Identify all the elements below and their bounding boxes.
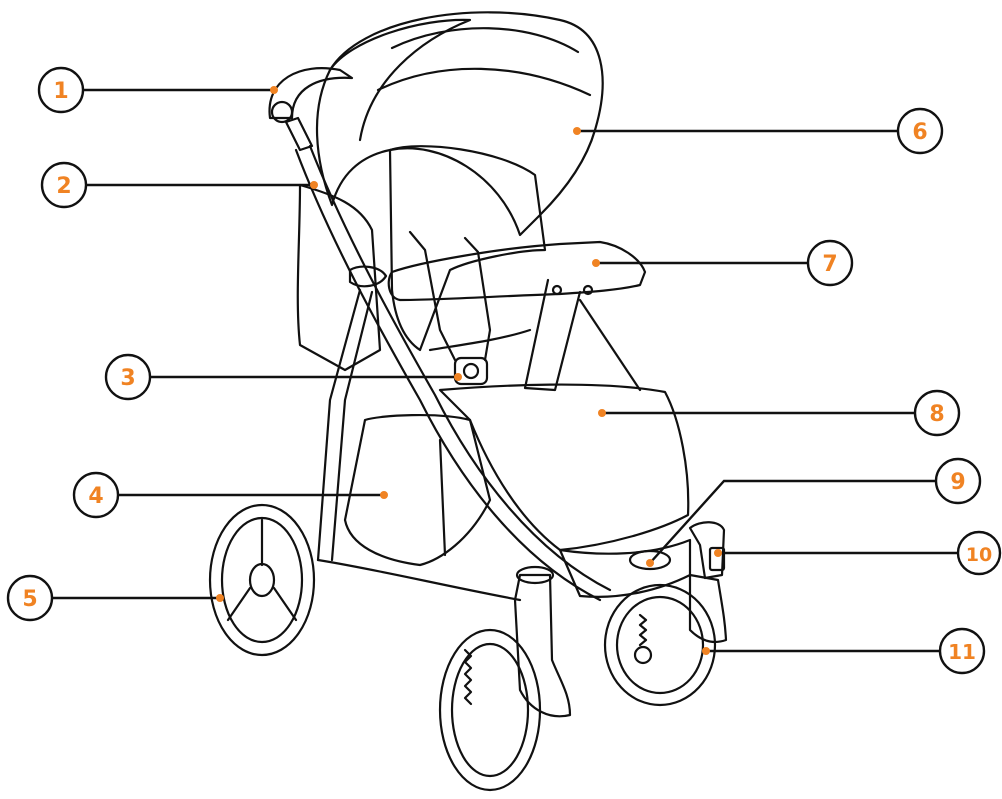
frame-front-strut (578, 298, 642, 392)
anchor-dot-6 (573, 127, 581, 135)
callout-8-label: 8 (929, 402, 944, 427)
anchor-dot-3 (454, 373, 462, 381)
front-wheel-inner (450, 642, 530, 778)
front-right-wheel-inner (615, 595, 705, 695)
seat-backrest (388, 145, 547, 352)
brake-lever (708, 546, 726, 572)
front-right-wheel-hub (633, 645, 653, 665)
leader-line-9 (649, 479, 936, 564)
push-handle (268, 67, 354, 120)
canopy-seam (376, 67, 592, 97)
canopy-seam (390, 27, 580, 54)
front-fork (513, 573, 572, 718)
buckle-button (462, 362, 480, 380)
callout-4: 4 (72, 471, 120, 519)
seat-side-panel (296, 183, 382, 372)
anchor-dot-8 (598, 409, 606, 417)
callout-5-label: 5 (22, 587, 37, 612)
handle-grip-knob (270, 100, 294, 124)
basket-crease (438, 438, 447, 557)
front-suspension-spring (463, 648, 473, 706)
frame-joint (348, 265, 388, 288)
bumper-bar-rivet (582, 284, 594, 296)
stroller-illustration (208, 11, 728, 792)
frame-rear-leg (330, 290, 374, 562)
callout-6-label: 6 (912, 120, 927, 145)
brake-pedal (688, 521, 726, 580)
handle-joint (284, 116, 314, 152)
callout-badges: 1 2 3 4 5 6 7 8 (6, 66, 1002, 675)
callout-2-label: 2 (56, 174, 71, 199)
canopy-visor (328, 18, 472, 142)
shopping-basket (343, 413, 492, 567)
anchor-dot-1 (270, 86, 278, 94)
bumper-bar (387, 240, 647, 302)
callout-5: 5 (6, 574, 54, 622)
front-fork-right (688, 573, 728, 644)
anchor-dot-2 (310, 181, 318, 189)
anchor-dot-11 (702, 647, 710, 655)
callout-10: 10 (956, 530, 1002, 576)
anchor-dot-10 (714, 549, 722, 557)
front-fork-cap (515, 565, 555, 585)
callout-7: 7 (806, 239, 854, 287)
front-right-wheel-outer (603, 583, 717, 707)
callout-3: 3 (104, 353, 152, 401)
callout-2: 2 (40, 161, 88, 209)
callout-11-label: 11 (948, 640, 976, 664)
anchor-dot-5 (216, 594, 224, 602)
bumper-bar-arm (523, 278, 582, 392)
harness-buckle (453, 356, 489, 386)
callout-4-label: 4 (88, 484, 103, 509)
anchor-dot-9 (646, 559, 654, 567)
front-footboard (558, 538, 692, 598)
leg-cover (438, 383, 690, 552)
frame-rail (294, 148, 602, 602)
anchor-dot-4 (380, 491, 388, 499)
callout-anchors (216, 86, 722, 655)
rear-wheel-spoke (226, 518, 298, 622)
frame-bottom-bar (316, 558, 522, 602)
bumper-bar-rivet (551, 284, 563, 296)
callout-3-label: 3 (120, 366, 135, 391)
frame-rear-leg (316, 288, 362, 562)
rear-wheel-outer (208, 503, 316, 657)
callout-7-label: 7 (822, 252, 837, 277)
callout-1-label: 1 (53, 79, 68, 104)
callout-leaders (52, 88, 960, 653)
rear-wheel-inner (220, 516, 304, 644)
callout-9: 9 (934, 457, 982, 505)
rear-wheel-hub (248, 562, 276, 598)
callout-11: 11 (938, 627, 986, 675)
callout-1: 1 (37, 66, 85, 114)
harness-strap (428, 328, 532, 352)
callout-6: 6 (896, 107, 944, 155)
front-wheel-outer (438, 628, 542, 792)
frame-rail (308, 144, 612, 592)
callout-8: 8 (913, 389, 961, 437)
callout-9-label: 9 (950, 470, 965, 495)
canopy (315, 11, 604, 237)
anchor-dot-7 (592, 259, 600, 267)
callout-10-label: 10 (966, 544, 992, 566)
harness-strap (408, 230, 457, 362)
harness-strap (463, 236, 492, 362)
front-suspension-spring (638, 613, 648, 647)
